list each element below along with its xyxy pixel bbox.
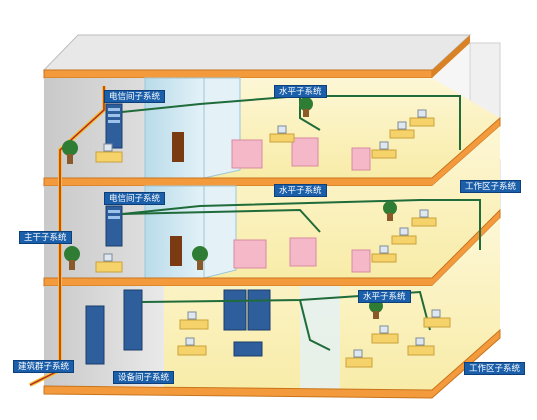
partitions (231, 137, 371, 273)
roof-slab (42, 34, 472, 79)
workstations (95, 117, 451, 368)
label-horizontal-mid: 水平子系统 (274, 184, 327, 197)
label-work-area-bottom: 工作区子系统 (464, 362, 526, 375)
label-telecom-room-mid: 电信间子系统 (104, 192, 166, 205)
telecom-rack-top (105, 103, 123, 149)
label-horizontal-top: 水平子系统 (274, 85, 327, 98)
label-telecom-room-top: 电信间子系统 (104, 90, 166, 103)
telecom-rack-mid (105, 205, 123, 247)
computer-monitors (103, 109, 441, 358)
label-horizontal-bottom: 水平子系统 (358, 290, 411, 303)
label-equipment-room: 设备间子系统 (113, 371, 175, 384)
label-work-area-mid: 工作区子系统 (460, 180, 522, 193)
label-building-complex: 建筑群子系统 (13, 360, 75, 373)
label-backbone: 主干子系统 (19, 231, 72, 244)
